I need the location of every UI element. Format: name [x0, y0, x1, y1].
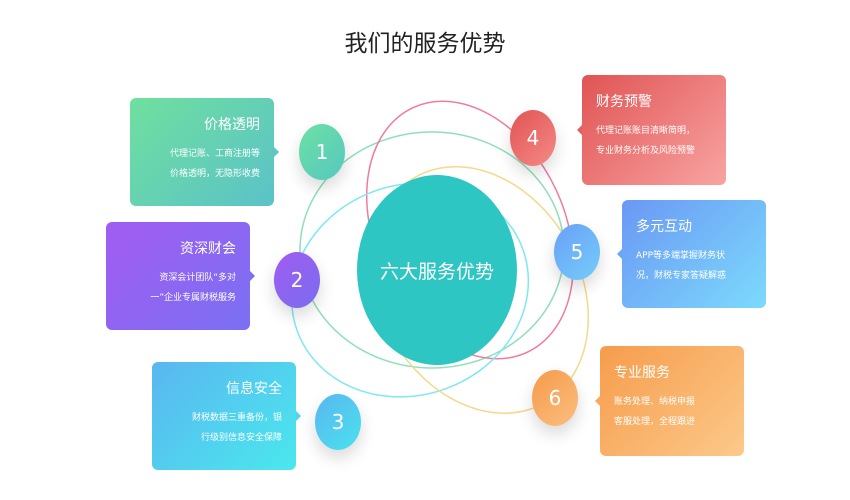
number-badge-2: 2 [274, 252, 320, 308]
card-heading: 资深财会 [180, 241, 236, 257]
center-circle: 六大服务优势 [357, 175, 517, 365]
card-line: 代理记账、工商注册等 [169, 149, 260, 159]
number-badge-6: 6 [532, 370, 578, 426]
card-line: 况，财税专家答疑解惑 [636, 271, 727, 281]
card-line: 账务处理、纳税申报 [614, 397, 696, 407]
page-title: 我们的服务优势 [344, 31, 506, 57]
number-badge-5: 5 [554, 224, 600, 280]
number-badge-3: 3 [315, 394, 361, 450]
orbit-cyan [290, 182, 530, 398]
card-line: 客服处理，全程跟进 [614, 417, 696, 427]
card-line: APP等多端掌握财务状 [636, 251, 726, 261]
number-badge-4: 4 [510, 110, 556, 166]
card-heading: 专业服务 [614, 365, 670, 381]
card-info-security: 信息安全 财税数据三重备份，银 行级别信息安全保障 [152, 362, 301, 470]
card-line: 财税数据三重备份，银 [191, 413, 282, 423]
number-badge-1: 1 [299, 124, 345, 180]
card-financial-warning: 财务预警 代理记账账目清晰简明， 专业财务分析及风险预警 [577, 75, 726, 185]
card-price-transparency: 价格透明 代理记账、工商注册等 价格透明，无隐形收费 [130, 98, 279, 206]
card-line: 资深会计团队“多对 [159, 273, 236, 283]
card-heading: 多元互动 [636, 219, 692, 235]
card-line: 代理记账账目清晰简明， [596, 126, 696, 136]
card-line: 一”企业专属财税服务 [150, 293, 236, 303]
card-line: 行级别信息安全保障 [200, 433, 282, 443]
card-line: 价格透明，无隐形收费 [169, 169, 260, 179]
card-heading: 财务预警 [596, 94, 652, 110]
card-line: 专业财务分析及风险预警 [596, 146, 696, 156]
card-senior-accounting: 资深财会 资深会计团队“多对 一”企业专属财税服务 [106, 222, 255, 330]
card-heading: 信息安全 [226, 381, 282, 397]
card-multi-interaction: 多元互动 APP等多端掌握财务状 况，财税专家答疑解惑 [617, 200, 766, 308]
card-heading: 价格透明 [204, 117, 260, 133]
card-professional-service: 专业服务 账务处理、纳税申报 客服处理，全程跟进 [595, 346, 744, 456]
